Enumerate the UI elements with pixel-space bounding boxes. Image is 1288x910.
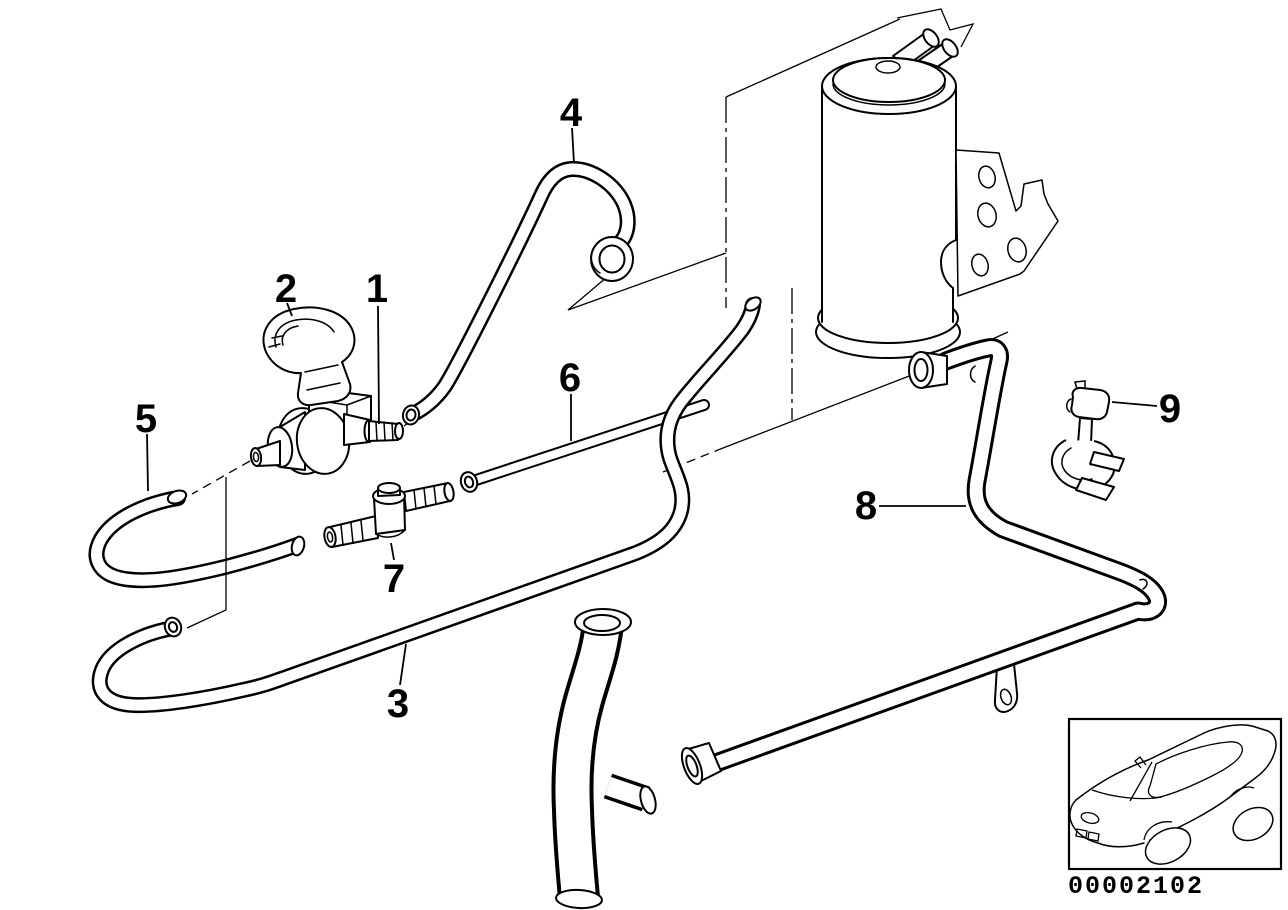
car-inset: 00002102 — [1067, 717, 1283, 901]
callout-7[interactable]: 7 — [383, 557, 405, 601]
callout-leader-lines — [146, 127, 1158, 686]
part-6-vent-pipe-straight[interactable] — [458, 405, 704, 494]
part-8-vent-pipe-loop[interactable] — [678, 348, 1158, 787]
part-9-clamp[interactable] — [1050, 380, 1125, 501]
part-2-holder-clip[interactable] — [262, 306, 356, 407]
callout-4[interactable]: 4 — [560, 91, 583, 135]
callout-8[interactable]: 8 — [855, 484, 877, 528]
callout-2[interactable]: 2 — [275, 267, 297, 311]
part-3-vent-hose-long[interactable] — [100, 295, 763, 705]
callout-9[interactable]: 9 — [1159, 387, 1181, 431]
canister-bracket — [955, 149, 1059, 297]
bmw-sedan-outline-icon — [1069, 724, 1277, 865]
callout-3[interactable]: 3 — [387, 682, 409, 726]
part-7-t-connector[interactable] — [323, 482, 455, 548]
filler-vent-hose — [556, 609, 659, 909]
pipe-hanger-tab — [993, 663, 1019, 713]
callout-6[interactable]: 6 — [559, 356, 581, 400]
charcoal-canister[interactable] — [815, 26, 961, 359]
callout-5[interactable]: 5 — [135, 397, 157, 441]
callout-1[interactable]: 1 — [366, 267, 388, 311]
part-4-vent-hose-curved[interactable] — [401, 169, 633, 426]
assembly-pointer-lines — [186, 460, 251, 629]
part-5-vent-hose-u[interactable] — [97, 488, 307, 580]
drawing-number: 00002102 — [1068, 872, 1204, 901]
